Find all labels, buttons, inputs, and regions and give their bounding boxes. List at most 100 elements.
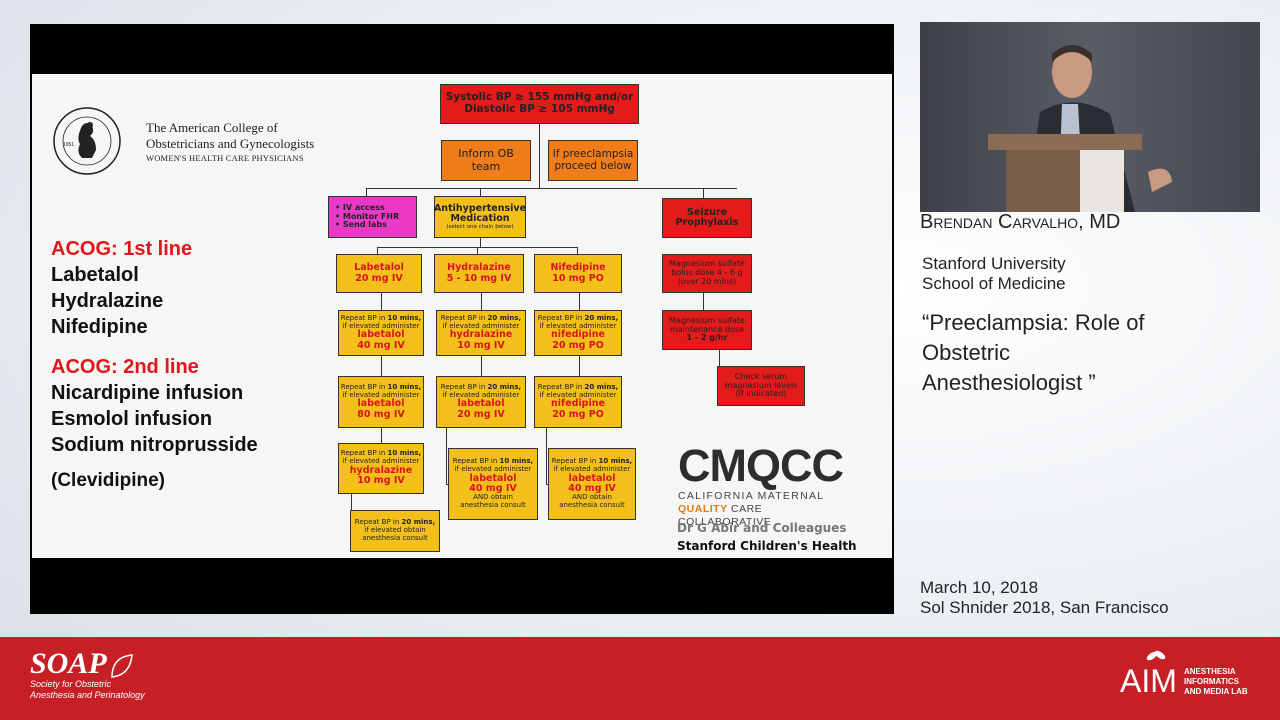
repeat-line: Repeat BP in 10 mins, xyxy=(453,457,534,466)
labetalol-step3-box: Repeat BP in 10 mins, if elevated admini… xyxy=(338,376,424,428)
acog-line1: The American College of xyxy=(146,120,278,135)
soap-line: Anesthesia and Perinatology xyxy=(30,690,145,700)
hydralazine-start-box: Hydralazine 5 - 10 mg IV xyxy=(434,254,524,293)
speaker-video xyxy=(920,22,1260,212)
acog-seal-year: 1951 xyxy=(63,142,75,148)
labetalol-step2-box: Repeat BP in 10 mins, if elevated admini… xyxy=(338,310,424,356)
mag-line: (if indicated) xyxy=(735,389,787,399)
mag-line: Magnesium sulfate xyxy=(669,259,745,269)
drug-dose: 20 mg PO xyxy=(552,408,604,420)
repeat-line: Repeat BP in 20 mins, xyxy=(537,382,619,392)
drug-dose: 5 - 10 mg IV xyxy=(446,272,512,284)
repeat-prefix: Repeat BP in xyxy=(537,313,583,322)
drug-dose: 20 mg IV xyxy=(457,408,505,420)
slide: 1951 The American College of Obstetricia… xyxy=(32,74,892,558)
supportive-care-box: • IV access • Monitor FHR • Send labs xyxy=(328,196,417,238)
acog-seal-icon xyxy=(53,107,121,175)
nifedipine-step2-box: Repeat BP in 20 mins, if elevated admini… xyxy=(534,310,622,356)
talk-title-line: Anesthesiologist ” xyxy=(922,370,1096,395)
hydralazine-step2-box: Repeat BP in 20 mins, if elevated admini… xyxy=(436,310,526,356)
drug-dose: 10 mg IV xyxy=(457,339,505,351)
acog-line3: WOMEN'S HEALTH CARE PHYSICIANS xyxy=(146,153,304,163)
antihyp-line: Medication xyxy=(450,212,510,224)
drug-name: nifedipine xyxy=(551,329,605,341)
speaker-name: Brendan Carvalho, MD xyxy=(920,211,1120,234)
repeat-interval: 10 mins, xyxy=(499,457,534,466)
nifedipine-step4-box: Repeat BP in 10 mins, if elevated admini… xyxy=(548,448,636,520)
second-line-drug: Esmolol infusion xyxy=(51,408,213,430)
drug-name: Nifedipine xyxy=(550,262,606,274)
mag-maintenance-box: Magnesium sulfate maintenance dose 1 - 2… xyxy=(662,310,752,350)
talk-title-line: “Preeclampsia: Role of xyxy=(922,310,1145,335)
preeclampsia-box: If preeclampsia proceed below xyxy=(548,140,638,181)
cmqcc-quality: QUALITY xyxy=(678,503,728,515)
if-elevated: if elevated administer xyxy=(553,464,631,473)
if-elevated: if elevated administer xyxy=(442,390,520,399)
nifedipine-start-box: Nifedipine 10 mg PO xyxy=(534,254,622,293)
mag-line: Magnesium sulfate xyxy=(669,315,745,325)
institution-line: School of Medicine xyxy=(922,274,1066,293)
repeat-prefix: Repeat BP in xyxy=(440,313,486,322)
mag-line: 1 - 2 g/hr xyxy=(686,333,728,343)
if-elevated: if elevated obtain xyxy=(364,526,426,535)
event-name: Sol Shnider 2018, San Francisco xyxy=(920,598,1169,617)
repeat-interval: 10 mins, xyxy=(598,457,633,466)
event-date: March 10, 2018 xyxy=(920,578,1039,597)
mag-line: Check serum xyxy=(734,371,788,381)
labetalol-start-box: Labetalol 20 mg IV xyxy=(336,254,422,293)
drug-name: hydralazine xyxy=(449,329,513,341)
soap-wordmark: SOAP xyxy=(30,647,107,680)
drug-dose: 80 mg IV xyxy=(357,408,405,420)
repeat-prefix: Repeat BP in xyxy=(440,382,486,391)
acog-logo: 1951 xyxy=(52,106,122,176)
repeat-prefix: Repeat BP in xyxy=(340,449,386,458)
repeat-interval: 10 mins, xyxy=(387,382,422,391)
preeclampsia-line: If preeclampsia xyxy=(552,147,634,160)
event-info: March 10, 2018 Sol Shnider 2018, San Fra… xyxy=(920,578,1169,618)
credit-line-2: Stanford Children's Health xyxy=(677,539,857,553)
soap-logo: SOAP Society for Obstetric Anesthesia an… xyxy=(30,649,145,701)
extra-drug: (Clevidipine) xyxy=(51,470,166,491)
and-obtain: AND obtain xyxy=(572,493,612,502)
preeclampsia-line: proceed below xyxy=(554,159,632,172)
mag-line: magnesium levels xyxy=(724,380,798,390)
first-line-drug: Hydralazine xyxy=(51,290,164,312)
if-elevated: if elevated administer xyxy=(454,464,532,473)
aim-logo: AIM xyxy=(1120,650,1177,701)
footer-bar: SOAP Society for Obstetric Anesthesia an… xyxy=(0,637,1280,720)
mag-line: bolus dose 4 - 6 g xyxy=(671,268,743,278)
repeat-prefix: Repeat BP in xyxy=(340,382,386,391)
aim-line: AND MEDIA LAB xyxy=(1184,687,1248,696)
mag-line: (over 20 mins) xyxy=(677,276,737,286)
drug-dose: 20 mg PO xyxy=(552,339,604,351)
seizure-prophylaxis-box: Seizure Prophylaxis xyxy=(662,198,752,238)
if-elevated: if elevated administer xyxy=(342,390,420,399)
talk-title-line: Obstetric xyxy=(922,340,1011,365)
drug-name: nifedipine xyxy=(551,398,605,410)
anesthesia-consult: anesthesia consult xyxy=(559,501,625,510)
labetalol-step4-box: Repeat BP in 10 mins, if elevated admini… xyxy=(338,443,424,494)
if-elevated: if elevated administer xyxy=(539,321,617,330)
repeat-interval: 20 mins, xyxy=(584,382,619,391)
drug-name: labetalol xyxy=(568,472,616,484)
aim-text: ANESTHESIA INFORMATICS AND MEDIA LAB xyxy=(1184,667,1248,697)
repeat-interval: 10 mins, xyxy=(387,313,422,322)
inform-ob-line: team xyxy=(471,159,501,173)
drug-list: ACOG: 1st line Labetalol Hydralazine Nif… xyxy=(51,236,258,494)
drug-dose: 10 mg IV xyxy=(357,475,405,487)
repeat-prefix: Repeat BP in xyxy=(551,457,597,466)
drug-dose: 40 mg IV xyxy=(469,483,517,494)
hydralazine-step3-box: Repeat BP in 20 mins, if elevated admini… xyxy=(436,376,526,428)
repeat-prefix: Repeat BP in xyxy=(537,382,583,391)
repeat-interval: 20 mins, xyxy=(487,382,522,391)
supportive-item: • IV access xyxy=(335,202,385,212)
repeat-prefix: Repeat BP in xyxy=(354,518,400,527)
first-line-drug: Labetalol xyxy=(51,264,139,286)
drug-name: hydralazine xyxy=(349,464,413,476)
repeat-interval: 20 mins, xyxy=(584,313,619,322)
supportive-item: • Send labs xyxy=(335,220,387,230)
antihypertensive-box: Antihypertensive Medication (select one … xyxy=(434,196,526,238)
hydralazine-step4-box: Repeat BP in 10 mins, if elevated admini… xyxy=(448,448,538,520)
talk-title: “Preeclampsia: Role of Obstetric Anesthe… xyxy=(922,308,1145,398)
soap-line: Society for Obstetric xyxy=(30,679,112,689)
